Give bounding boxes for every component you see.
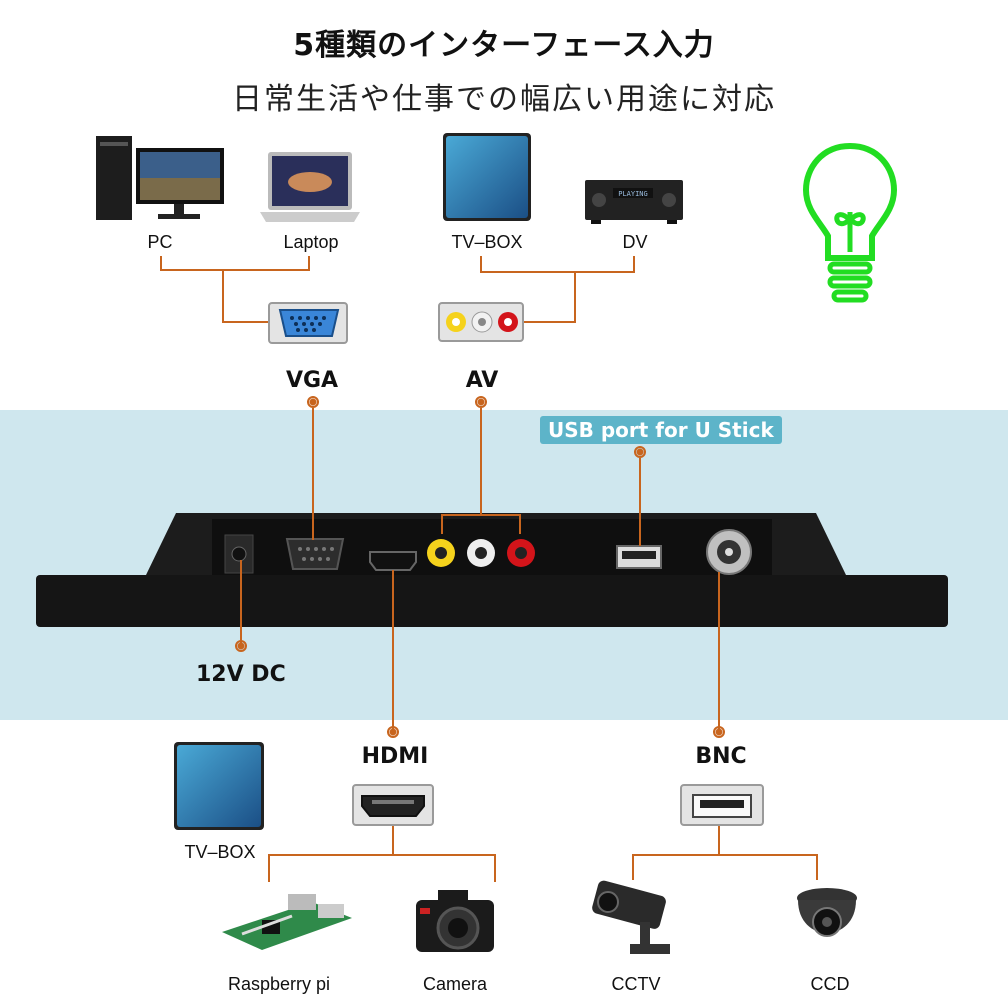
- vga-label: VGA: [285, 368, 339, 393]
- rca-ports-icon: [427, 539, 535, 567]
- usb-port-label: USB port for U Stick: [540, 416, 782, 444]
- hdmi-label: HDMI: [361, 744, 429, 769]
- camera-icon: [416, 890, 494, 952]
- raspberry-label: Raspberry pi: [227, 974, 331, 994]
- ccd-icon: [797, 888, 857, 937]
- dc-label: 12V DC: [196, 662, 286, 687]
- ccd-label: CCD: [810, 974, 850, 994]
- usb-port-icon: [616, 545, 662, 569]
- vga-connector-icon: [278, 309, 340, 337]
- raspberry-pi-icon: [222, 894, 352, 950]
- bulb-icon: [802, 142, 898, 303]
- cctv-icon: [592, 880, 670, 954]
- bnc-label: BNC: [695, 744, 747, 769]
- tvbox-bottom-icon: [174, 742, 264, 830]
- laptop-icon: [260, 152, 360, 222]
- av-label: AV: [465, 368, 499, 393]
- pc-label: PC: [147, 232, 173, 252]
- page-title: 5種類のインターフェース入力: [293, 28, 715, 63]
- dv-label: DV: [622, 232, 648, 252]
- pc-icon: [96, 136, 224, 220]
- hdmi-port-icon: [369, 551, 417, 571]
- tvbox-icon: [443, 133, 531, 221]
- dc-jack-icon: [224, 534, 254, 574]
- bnc-port-icon: [706, 529, 752, 575]
- vga-port-icon: [285, 538, 345, 570]
- usb-connector-icon: [692, 794, 752, 818]
- hdmi-connector-icon: [361, 795, 425, 817]
- av-connector-icon: [446, 311, 518, 333]
- tvbox-top-label: TV–BOX: [451, 232, 523, 252]
- page-subtitle: 日常生活や仕事での幅広い用途に対応: [232, 82, 776, 117]
- camera-label: Camera: [422, 974, 488, 994]
- tvbox-bottom-label: TV–BOX: [184, 842, 256, 862]
- dv-icon: PLAYING: [585, 180, 683, 224]
- laptop-label: Laptop: [283, 232, 339, 252]
- dv-display: PLAYING: [618, 190, 648, 198]
- cctv-label: CCTV: [611, 974, 661, 994]
